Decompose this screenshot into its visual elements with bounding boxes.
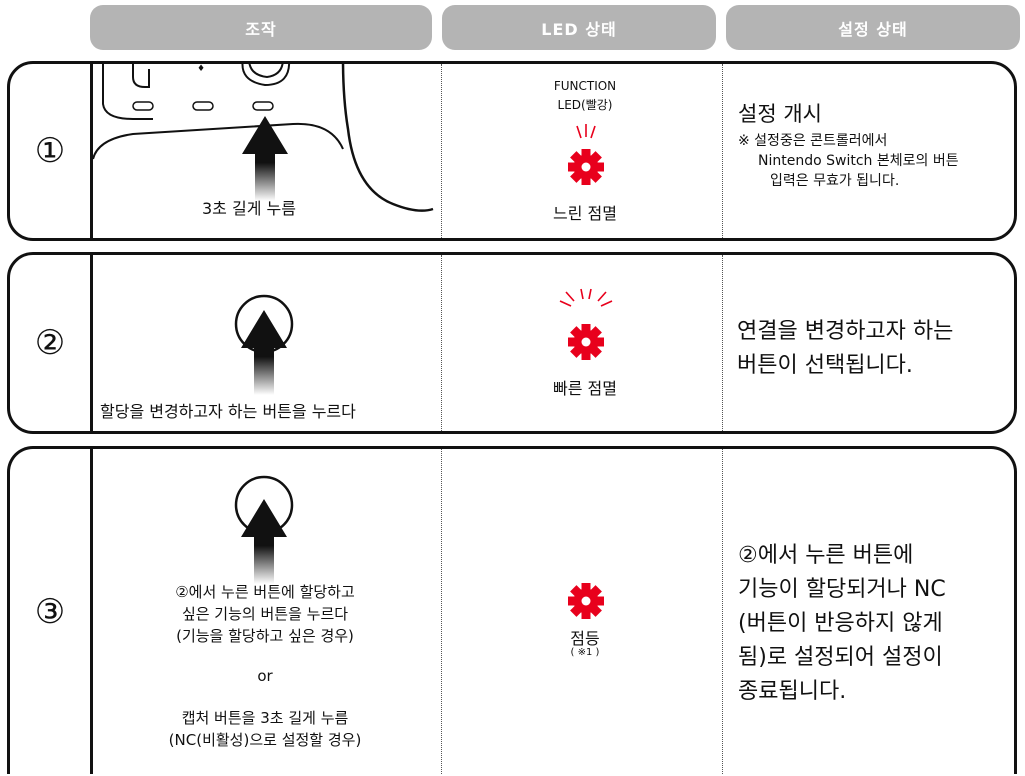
step-number: ② [10, 255, 93, 431]
action-line: (기능을 할당하고 싶은 경우) [176, 627, 354, 645]
or-text: or [257, 667, 273, 685]
led-note: ( ※1 ) [570, 647, 600, 658]
setting-line: (버튼이 반응하지 않게 [738, 611, 943, 636]
column-divider [722, 64, 723, 238]
step-2-box: ② 할당을 변경하고자 하는 버튼을 누르다 빠른 점멸 연결을 변경하고자 하… [7, 252, 1017, 434]
setting-title: 설정 개시 [738, 102, 822, 126]
led-state: 점등 [570, 629, 600, 648]
setting-line2: 버튼이 선택됩니다. [737, 353, 913, 378]
header-operation: 조작 [90, 5, 432, 50]
setting-note-line3: 입력은 무효가 됩니다. [770, 173, 900, 189]
press-arrow-icon [241, 310, 287, 395]
action-line: ②에서 누른 버튼에 할당하고 [175, 583, 355, 601]
setting-text: ②에서 누른 버튼에 기능이 할당되거나 NC (버튼이 반응하지 않게 됨)로… [738, 539, 946, 709]
action-instructions-alt: 캡처 버튼을 3초 길게 누름 (NC(비활성)으로 설정할 경우) [90, 707, 440, 751]
press-arrow-icon [242, 116, 288, 201]
led-gear-icon [568, 324, 604, 360]
action-line: (NC(비활성)으로 설정할 경우) [168, 731, 362, 749]
controller-illustration: ♦ [92, 64, 434, 212]
led-label-function: FUNCTION [553, 79, 617, 93]
led-gear-icon [568, 149, 604, 185]
setting-note-line2: Nintendo Switch 본체로의 버튼 [758, 153, 959, 169]
led-gear-icon [568, 583, 604, 619]
svg-text:♦: ♦ [197, 64, 205, 74]
fast-blink-rays-icon [559, 288, 613, 307]
column-divider [722, 449, 723, 774]
press-arrow-icon [241, 499, 287, 584]
setting-note-line1: ※ 설정중은 콘트롤러에서 [738, 133, 888, 149]
led-state: 빠른 점멸 [553, 379, 617, 398]
setting-line: 됨)로 설정되어 설정이 [738, 645, 943, 670]
column-divider [722, 255, 723, 431]
action-text: 3초 길게 누름 [202, 199, 296, 218]
setting-line1: 연결을 변경하고자 하는 [737, 319, 954, 344]
step-number: ③ [10, 449, 93, 774]
header-led-state: LED 상태 [442, 5, 716, 50]
setting-line: ②에서 누른 버튼에 [738, 543, 914, 568]
step-3-box: ③ ②에서 누른 버튼에 할당하고 싶은 기능의 버튼을 누르다 (기능을 할당… [7, 446, 1017, 774]
led-label-color: LED(빨강) [557, 98, 613, 112]
header-setting-state: 설정 상태 [726, 5, 1020, 50]
setting-line: 기능이 할당되거나 NC [738, 577, 946, 602]
blink-rays-icon [576, 124, 596, 139]
action-text: 할당을 변경하고자 하는 버튼을 누르다 [100, 402, 356, 421]
step-number: ① [10, 64, 93, 238]
step-1-box: ① ♦ 3초 길게 누름 FUNCTION LED(빨강) 느린 점멸 설정 개… [7, 61, 1017, 241]
column-divider [441, 255, 442, 431]
setting-line: 종료됩니다. [738, 679, 847, 704]
column-divider [441, 64, 442, 238]
column-divider [441, 449, 442, 774]
action-line: 싶은 기능의 버튼을 누르다 [181, 605, 349, 623]
action-instructions: ②에서 누른 버튼에 할당하고 싶은 기능의 버튼을 누르다 (기능을 할당하고… [90, 581, 440, 647]
led-state: 느린 점멸 [553, 204, 617, 223]
action-line: 캡처 버튼을 3초 길게 누름 [181, 709, 349, 727]
